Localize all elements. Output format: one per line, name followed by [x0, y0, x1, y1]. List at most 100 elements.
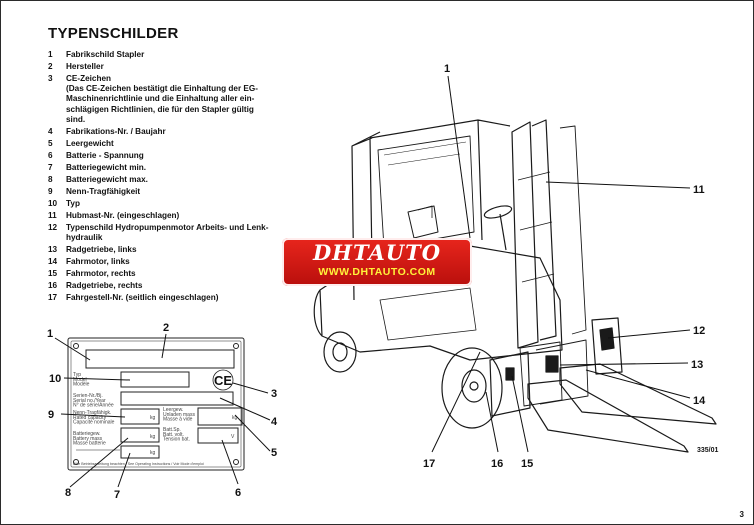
motor-plate [545, 355, 559, 373]
legend-text: CE-Zeichen (Das CE-Zeichen bestätigt die… [66, 74, 258, 124]
truck-callout-15: 15 [521, 458, 533, 470]
leader-3 [232, 382, 269, 394]
legend-item: 15 Fahrmotor, rechts [48, 269, 288, 279]
legend-item: 16 Radgetriebe, rechts [48, 281, 288, 291]
legend-number: 14 [48, 257, 58, 267]
plate-callout-5: 5 [271, 447, 277, 459]
plate-unit-kg: kg [150, 450, 156, 456]
manufacturer-field [85, 349, 235, 369]
legend-text: Fahrgestell-Nr. (seitlich eingeschlagen) [66, 293, 219, 303]
leader-4 [219, 397, 271, 421]
leader-8 [69, 437, 129, 488]
leader-t12 [607, 329, 691, 339]
leader-t13 [559, 362, 689, 366]
leader-t14 [585, 369, 691, 399]
cab-window [377, 135, 475, 249]
forklift-drawing [313, 119, 717, 453]
truck-leader-lines [431, 75, 691, 453]
drive-motor-right [489, 351, 531, 417]
legend-text: Fahrmotor, rechts [66, 269, 136, 279]
plate-label-voltage: Batt.Sp.Batt. volt.Tension bat. [163, 427, 190, 443]
plate-outline [67, 337, 245, 471]
truck-callout-13: 13 [691, 359, 703, 371]
unladen-field [197, 407, 243, 426]
seat-back [417, 205, 433, 218]
gearbox [519, 341, 563, 407]
serial-field [120, 391, 234, 406]
legend-number: 3 [48, 74, 53, 83]
legend-item: 2 Hersteller [48, 62, 288, 72]
leader-9 [60, 413, 126, 418]
legend-text: Typ [66, 198, 80, 208]
legend-item: 17 Fahrgestell-Nr. (seitlich eingeschlage… [48, 293, 288, 303]
hub-center [469, 381, 479, 391]
figure-code: 335/01 [697, 447, 719, 454]
legend-number: 15 [48, 269, 58, 279]
plate-callout-8: 8 [65, 487, 71, 499]
truck-callout-1: 1 [444, 63, 450, 75]
leader-6 [221, 439, 239, 485]
legend-number: 4 [48, 126, 53, 136]
legend-number: 2 [48, 62, 53, 71]
legend-number: 5 [48, 138, 53, 148]
legend-number: 6 [48, 150, 53, 160]
truck-callout-14: 14 [693, 395, 706, 407]
watermark-url: WWW.DHTAUTO.COM [318, 266, 436, 278]
leader-t16 [485, 391, 499, 453]
lift-chain [559, 125, 587, 335]
ce-mark: CE [214, 373, 232, 388]
legend-text: Leergewicht [66, 138, 114, 148]
legend-number: 7 [48, 162, 53, 172]
fork-left [527, 379, 689, 453]
legend-number: 8 [48, 174, 53, 184]
legend-text: Batterie - Spannung [66, 150, 144, 160]
plate-callout-6: 6 [235, 487, 241, 499]
plate-callout-9: 9 [48, 409, 54, 421]
seat [407, 205, 439, 239]
legend-text: Fahrmotor, links [66, 257, 130, 267]
drive-motor-left [535, 339, 589, 405]
legend-item: 6 Batterie - Spannung [48, 151, 288, 161]
plate-unit-kg: kg [150, 434, 156, 440]
plate-footer-text: Bitte Betriebsanleitung beachten / See O… [73, 462, 204, 466]
leader-10 [63, 377, 131, 381]
plate-callout-4: 4 [271, 416, 278, 428]
legend-item: 3 CE-Zeichen (Das CE-Zeichen bestätigt di… [48, 74, 288, 125]
front-wheel [441, 347, 503, 429]
plate-leader-lines [54, 333, 271, 488]
rivet-bottom-left [73, 459, 79, 465]
rivet-bottom-right [233, 459, 239, 465]
hydraulic-pump-label [599, 327, 615, 351]
counterweight [313, 289, 323, 337]
steering-column [499, 213, 507, 251]
mast-rail-right [531, 119, 557, 341]
legend-text: Hubmast-Nr. (eingeschlagen) [66, 210, 180, 220]
legend-number: 17 [48, 293, 58, 303]
truck-callout-12: 12 [693, 325, 705, 337]
legend-number: 16 [48, 281, 58, 291]
plate-unit-v: V [231, 434, 235, 440]
legend-text: Radgetriebe, rechts [66, 281, 143, 291]
plate-callout-1: 1 [47, 328, 53, 340]
fork-right [559, 363, 717, 425]
leader-t11 [545, 181, 691, 189]
legend-text: Radgetriebe, links [66, 245, 137, 255]
leader-t17 [431, 351, 481, 453]
voltage-field [197, 427, 239, 444]
cab-frame [351, 119, 511, 301]
rivet-top-right [233, 343, 239, 349]
legend-text: Hersteller [66, 62, 104, 71]
truck-callout-16: 16 [491, 458, 503, 470]
truck-callout-11: 11 [693, 184, 705, 196]
mast-rail-left [511, 121, 539, 349]
cab-grille [383, 141, 467, 166]
